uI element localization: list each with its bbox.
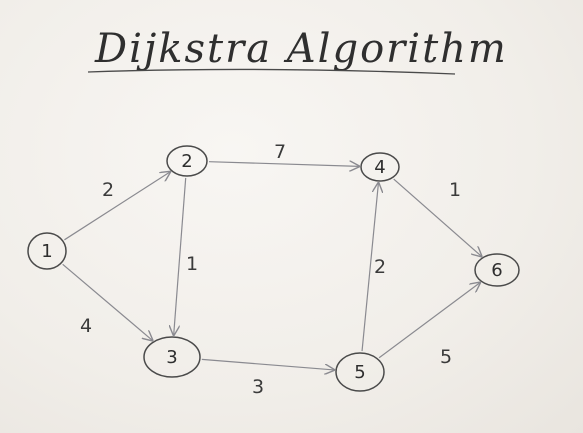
diagram-title: Dijkstra Algorithm	[94, 26, 508, 72]
edge-3-5-arrow	[201, 358, 334, 370]
node-4-label: 4	[374, 157, 385, 178]
title-underline	[87, 68, 456, 75]
edge-4-6-weight: 1	[449, 179, 461, 201]
node-4: 4	[360, 152, 400, 182]
node-5: 5	[335, 352, 385, 392]
edge-3-5-weight: 3	[252, 376, 264, 398]
edge-2-4-arrow	[208, 162, 359, 167]
node-6-circle	[474, 253, 520, 287]
node-4-circle	[360, 152, 400, 182]
edge-5-4-weight: 2	[374, 256, 386, 278]
node-6-label: 6	[491, 260, 502, 281]
edge-1-2-arrow	[64, 172, 170, 241]
node-3-circle	[143, 336, 201, 378]
edge-1-3-arrow	[62, 263, 153, 340]
node-1-label: 1	[41, 241, 52, 262]
edge-4-6-arrow	[393, 178, 482, 256]
node-5-label: 5	[354, 362, 365, 383]
node-3: 3	[143, 336, 201, 378]
edge-1-2-weight: 2	[102, 179, 114, 201]
node-2-circle	[166, 145, 208, 177]
node-1-circle	[27, 232, 67, 270]
node-3-label: 3	[166, 347, 177, 368]
node-2: 2	[166, 145, 208, 177]
edge-5-4-arrow	[361, 183, 378, 352]
node-2-label: 2	[181, 151, 192, 172]
node-6: 6	[474, 253, 520, 287]
edge-5-6-weight: 5	[440, 346, 452, 368]
node-layer: 1 2 3 4 5 6	[27, 145, 520, 392]
edge-2-4-weight: 7	[274, 141, 286, 163]
node-5-circle	[335, 352, 385, 392]
edge-2-3-arrow	[174, 177, 187, 335]
edge-5-6-arrow	[378, 283, 480, 359]
edge-1-3-weight: 4	[80, 315, 92, 337]
edge-2-3-weight: 1	[186, 253, 198, 275]
node-1: 1	[27, 232, 67, 270]
edge-layer: 2 4 7 1 3 2 1 5	[62, 141, 482, 398]
